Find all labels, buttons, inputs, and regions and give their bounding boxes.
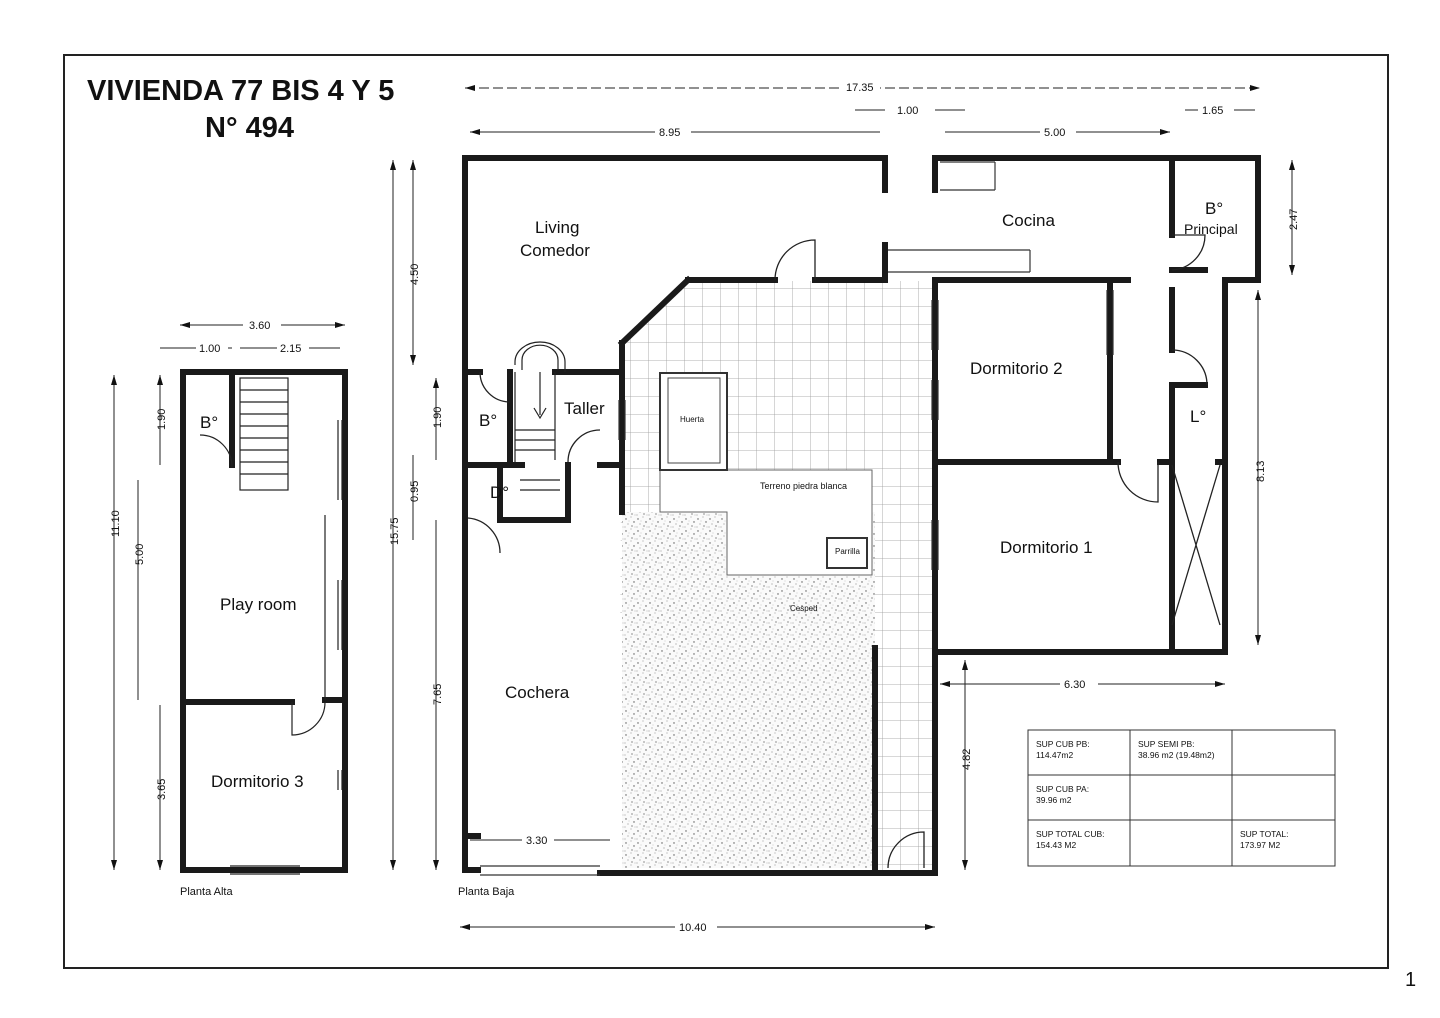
dim-right-247: 2.47 <box>1288 209 1300 230</box>
dim-top-total: 17.35 <box>846 82 874 94</box>
grill <box>826 537 868 569</box>
area-cub-pa-value: 39.96 m2 <box>1036 795 1072 805</box>
dim-bottom-1040: 10.40 <box>679 922 707 934</box>
dim-top-500: 5.00 <box>1044 127 1065 139</box>
dim-pa-360: 3.60 <box>249 320 270 332</box>
area-terreno-label: Terreno piedra blanca <box>760 481 847 491</box>
area-cub-pb-label: SUP CUB PB: <box>1036 739 1090 749</box>
area-total-cub-value: 154.43 M2 <box>1036 840 1076 850</box>
ground-stair <box>514 341 566 491</box>
dim-pa-100: 1.00 <box>199 343 220 355</box>
room-cochera-label: Cochera <box>505 683 570 702</box>
dim-pa-215: 2.15 <box>280 343 301 355</box>
dim-top-100: 1.00 <box>897 105 918 117</box>
sheet-border <box>63 54 1389 969</box>
area-total-value: 173.97 M2 <box>1240 840 1280 850</box>
ground-floor-walls <box>462 155 1261 876</box>
room-lavadero-label: L° <box>1190 407 1206 426</box>
room-dormitorio1-label: Dormitorio 1 <box>1000 538 1093 557</box>
room-comedor-label: Comedor <box>520 241 590 260</box>
area-parrilla-label: Parrilla <box>835 547 860 556</box>
area-semi-pb-label: SUP SEMI PB: <box>1138 739 1195 749</box>
area-huerta-label: Huerta <box>680 415 705 424</box>
dim-pa-365: 3.65 <box>156 779 168 800</box>
dim-garage-330: 3.30 <box>526 835 547 847</box>
plan-title-line2: N° 494 <box>205 112 294 144</box>
room-bano-pb-label: B° <box>479 411 497 430</box>
plan-title-line1: VIVIENDA 77 BIS 4 Y 5 <box>87 75 394 107</box>
dim-pa-500: 5.00 <box>134 544 146 565</box>
room-taller-label: Taller <box>564 399 605 418</box>
dim-right-813: 8.13 <box>1255 461 1267 482</box>
dim-pa-1110: 11.10 <box>110 510 122 537</box>
area-cesped-label: Cesped <box>790 604 818 613</box>
white-stone-area <box>659 469 873 576</box>
area-cub-pb-value: 114.47m2 <box>1036 750 1073 760</box>
dim-left-190: 1.90 <box>432 407 444 428</box>
area-table <box>1027 729 1336 867</box>
room-living-label: Living <box>535 218 579 237</box>
dim-left-450: 4.50 <box>409 264 421 285</box>
room-dormitorio3-label: Dormitorio 3 <box>211 772 304 791</box>
room-principal-label: Principal <box>1184 221 1238 237</box>
garden-bed <box>659 372 728 471</box>
area-total-cub-label: SUP TOTAL CUB: <box>1036 829 1105 839</box>
area-total-label: SUP TOTAL: <box>1240 829 1289 839</box>
dim-pa-190: 1.90 <box>156 409 168 430</box>
caption-planta-baja: Planta Baja <box>458 886 515 898</box>
caption-planta-alta: Planta Alta <box>180 886 233 898</box>
dim-mid-482: 4.82 <box>961 749 973 770</box>
dim-mid-630: 6.30 <box>1064 679 1085 691</box>
dim-top-165: 1.65 <box>1202 105 1223 117</box>
dim-top-895: 8.95 <box>659 127 680 139</box>
dim-left-765: 7.65 <box>432 684 444 705</box>
dim-left-095: 0.95 <box>409 481 421 502</box>
room-playroom-label: Play room <box>220 595 297 614</box>
room-bano-principal-label: B° <box>1205 199 1223 218</box>
room-dormitorio2-label: Dormitorio 2 <box>970 359 1063 378</box>
upper-floor-walls <box>180 369 348 873</box>
area-semi-pb-value: 38.96 m2 (19.48m2) <box>1138 750 1215 760</box>
dim-left-1575: 15.75 <box>389 517 401 545</box>
area-cub-pa-label: SUP CUB PA: <box>1036 784 1089 794</box>
room-bano-pa-label: B° <box>200 413 218 432</box>
room-cocina-label: Cocina <box>1002 211 1055 230</box>
page-number: 1 <box>1405 969 1416 991</box>
room-deposito-label: D° <box>490 483 509 502</box>
